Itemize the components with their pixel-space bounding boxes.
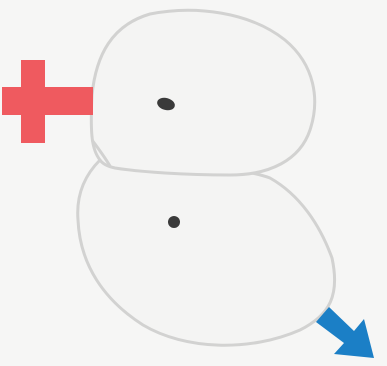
lower-dot xyxy=(168,216,180,228)
plus-icon-horizontal xyxy=(2,87,93,115)
